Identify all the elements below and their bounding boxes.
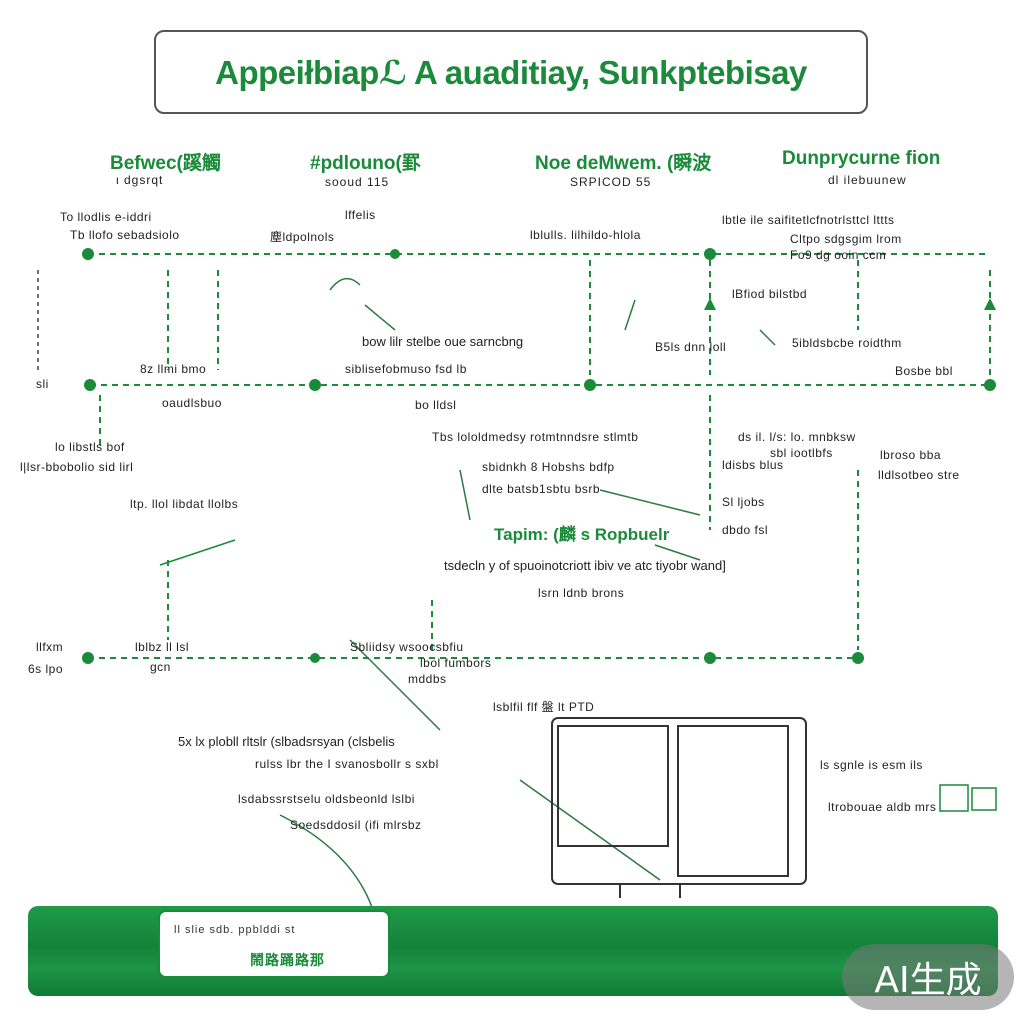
label: Fo9 dg ooin ccm <box>790 248 887 262</box>
label: 5x lx plobll rltslr (slbadsrsyan (clsbel… <box>178 734 395 749</box>
node <box>310 653 320 663</box>
label: oaudlsbuo <box>162 396 222 410</box>
title-box: Appeiłbiapℒ A auaditiay, Sunkptebisay <box>154 30 868 114</box>
label: lsrn ldnb brons <box>538 586 625 600</box>
node <box>984 379 996 391</box>
pointer-6 <box>349 639 441 731</box>
label: Sbliidsy wsoocsbfiu <box>350 640 464 654</box>
label: lldlsotbeo stre <box>878 468 960 482</box>
device-icon <box>939 784 969 812</box>
pointer-10 <box>759 329 776 346</box>
column-4-sub: dl ilebuunew <box>828 173 907 187</box>
label: lffelis <box>345 208 376 222</box>
label: Soedsddosil (ifi mlrsbz <box>290 818 422 832</box>
page-title: Appeiłbiapℒ A auaditiay, Sunkptebisay <box>215 53 807 91</box>
label: bo lldsl <box>415 398 457 412</box>
label: dbdo fsl <box>722 523 769 537</box>
label: llfxm <box>36 640 64 654</box>
node <box>82 652 94 664</box>
node <box>704 652 716 664</box>
column-1-sub: ι dgsrqt <box>116 173 164 187</box>
label: mddbs <box>408 672 447 686</box>
node <box>390 249 400 259</box>
label: rulss lbr the I svanosbollr s sxbl <box>255 757 439 771</box>
center-title: Tapim: (麟 s Ropbuelr <box>494 525 670 544</box>
pointer-8 <box>519 779 661 881</box>
watermark-text: AI生成 <box>874 960 982 1001</box>
label: 塵ldpolnols <box>270 230 335 244</box>
label: lblulls. lilhildo-hlola <box>530 228 641 242</box>
small-vehicle-icon <box>159 539 236 566</box>
label: ls sgnle is esm ils <box>820 758 923 772</box>
label: tsdecln y of spuoinotcriott ibiv ve atc … <box>444 558 726 573</box>
pointer-5 <box>459 469 471 521</box>
label: bow lilr stelbe oue sarncbng <box>362 334 524 349</box>
column-3-head: Noe deMwem. (瞬波 <box>535 153 712 174</box>
label: lbtle ile saifitetlcfnotrlsttcl lttts <box>722 213 895 227</box>
label: 5ibldsbcbe roidthm <box>792 336 902 350</box>
pointer-4 <box>654 544 701 561</box>
pointer-9 <box>624 299 636 331</box>
label: lbol fumbors <box>420 656 492 670</box>
label: ltrobouae aldb mrs <box>828 800 937 814</box>
node <box>309 379 321 391</box>
monitor-pane-left <box>557 725 669 847</box>
label: sli <box>36 377 49 391</box>
label: B5ls dnn loll <box>655 340 727 354</box>
label: ltp. llol libdat llolbs <box>130 497 239 511</box>
node <box>82 248 94 260</box>
label: Cltpo sdgsgim lrom <box>790 232 902 246</box>
label: sbidnkh 8 Hobshs bdfp <box>482 460 615 474</box>
bottom-card: ll slie sdb. ppblddi st 鬧路踊路那 <box>158 910 390 978</box>
label: Sl ljobs <box>722 495 765 509</box>
node <box>852 652 864 664</box>
monitor-pane-right <box>677 725 789 877</box>
label: lBfiod bilstbd <box>732 287 808 301</box>
bottom-card-line1: ll slie sdb. ppblddi st <box>174 924 296 936</box>
label: 6s lpo <box>28 662 64 676</box>
pointer-1 <box>329 277 361 291</box>
bottom-card-line2: 鬧路踊路那 <box>250 952 325 968</box>
column-1-head: Befwec(蹊觸 <box>110 153 221 174</box>
label: Tb llofo sebadsiolo <box>70 228 180 242</box>
label: lblbz ll lsl <box>135 640 190 654</box>
label: Bosbe bbl <box>895 364 953 378</box>
node <box>584 379 596 391</box>
column-2-sub: sooud 115 <box>325 175 390 189</box>
label: ds il. l/s: lo. mnbksw <box>738 430 856 444</box>
label: siblisefobmuso fsd lb <box>345 362 467 376</box>
label: dlte batsb1sbtu bsrb <box>482 482 601 496</box>
pointer-3 <box>599 489 701 516</box>
label: Tbs lololdmedsy rotmtnndsre stlmtb <box>432 430 639 444</box>
label: gcn <box>150 660 171 674</box>
label: sbl iootlbfs <box>770 446 833 460</box>
label: To llodlis e-iddri <box>60 210 152 224</box>
arrow-up-icon <box>984 298 996 310</box>
node <box>84 379 96 391</box>
label: lsdabssrstselu oldsbeonld lslbi <box>238 792 415 806</box>
node <box>704 248 716 260</box>
column-4-head: Dunprycurne fion <box>782 148 941 169</box>
arrow-up-icon <box>704 298 716 310</box>
ai-generated-badge: AI生成 <box>842 944 1014 1010</box>
label: lbroso bba <box>880 448 942 462</box>
label: ldisbs blus <box>722 458 784 472</box>
column-3-sub: SRPICOD 55 <box>570 175 652 189</box>
pointer-2 <box>364 304 396 331</box>
label: lsblfil flf 盤 lt PTD <box>493 700 595 714</box>
label: lo libstls bof <box>55 440 125 454</box>
column-2-head: #pdlouno(罫 <box>310 153 421 174</box>
label: l|lsr-bbobolio sid lirl <box>20 460 134 474</box>
label: 8z llmi bmo <box>140 362 207 376</box>
